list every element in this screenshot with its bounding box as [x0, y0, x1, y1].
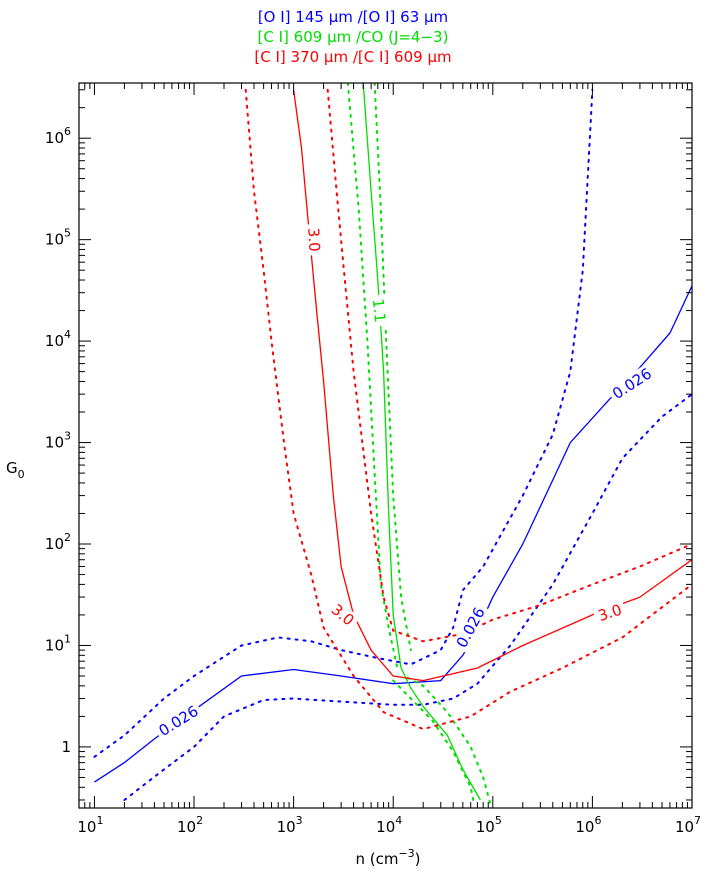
y-tick-label-1: 1: [61, 738, 71, 756]
series-3-solid-contour-1: [292, 89, 692, 682]
series-2-solid-contour-1: [362, 83, 481, 801]
series-2-dotted-contour-4: [392, 679, 476, 806]
series-2-dotted-contour-5: [406, 676, 492, 806]
contour-label-6: 3.0: [325, 598, 361, 631]
y-axis-label-sub: 0: [18, 468, 25, 481]
x-axis-label: n (cm−3): [355, 847, 420, 868]
x-tick-label-3: 103: [277, 814, 303, 836]
series-1: [93, 88, 692, 801]
y-axis-label: G0: [6, 459, 25, 481]
contour-label-1: 0.026: [153, 700, 204, 741]
contour-label-text: 1.1: [369, 298, 389, 324]
x-axis-label-text: n (cm: [355, 850, 398, 868]
contour-label-background: [325, 598, 361, 631]
y-tick-label-6: 105: [45, 227, 71, 249]
y-axis-label-text: G: [6, 459, 18, 477]
contour-label-7: 3.0: [592, 599, 628, 626]
contour-label-3: 0.026: [606, 362, 657, 404]
contour-label-background: [369, 294, 390, 327]
x-tick-label-7: 107: [675, 814, 701, 836]
title-line-1: [O I] 145 μm /[O I] 63 μm: [258, 8, 448, 26]
title-line-3: [C I] 370 μm /[C I] 609 μm: [254, 48, 451, 66]
x-axis-label-exp: −3: [398, 847, 414, 860]
series-2-dotted-contour-2: [346, 83, 399, 669]
series-1-dotted-contour-2: [93, 88, 594, 758]
contour-label-text: 3.0: [304, 227, 323, 252]
series-layer: [93, 83, 692, 806]
x-tick-label-6: 106: [575, 814, 601, 836]
contour-label-background: [592, 599, 628, 626]
y-tick-label-5: 104: [45, 328, 71, 350]
x-axis-label-close: ): [415, 850, 421, 868]
series-3-dotted-contour-2: [244, 88, 692, 731]
series-1-dotted-contour-3: [123, 393, 692, 801]
contour-label-background: [153, 700, 204, 741]
series-2-dotted-contour-3: [373, 83, 412, 652]
x-tick-label-2: 102: [177, 814, 203, 836]
y-tick-label-7: 106: [45, 125, 71, 147]
contour-label-2: 0.026: [451, 601, 490, 653]
x-tick-label-5: 105: [476, 814, 502, 836]
axis-layer: 101 102 103 104 105 106 107 1 101 102 103 104 105 106: [45, 82, 701, 836]
contour-label-text: 0.026: [609, 364, 655, 402]
chart-title: [O I] 145 μm /[O I] 63 μm [C I] 609 μm /…: [254, 8, 451, 66]
title-line-2: [C I] 609 μm /CO (J=4−3): [258, 28, 449, 46]
y-tick-label-2: 101: [45, 632, 71, 654]
series-3: [244, 88, 692, 731]
series-2: [346, 83, 492, 806]
contour-label-5: 3.0: [304, 223, 324, 256]
x-tick-label-1: 101: [77, 814, 103, 836]
plot-frame: [78, 82, 693, 809]
contour-label-text: 0.026: [156, 702, 202, 740]
y-tick-label-3: 102: [45, 531, 71, 553]
series-3-dotted-contour-3: [326, 88, 692, 643]
contour-label-4: 1.1: [369, 294, 390, 327]
contour-label-background: [451, 601, 490, 653]
y-tick-label-4: 103: [45, 430, 71, 452]
contour-label-background: [606, 362, 657, 404]
x-tick-label-4: 104: [376, 814, 402, 836]
contour-label-background: [305, 223, 324, 256]
